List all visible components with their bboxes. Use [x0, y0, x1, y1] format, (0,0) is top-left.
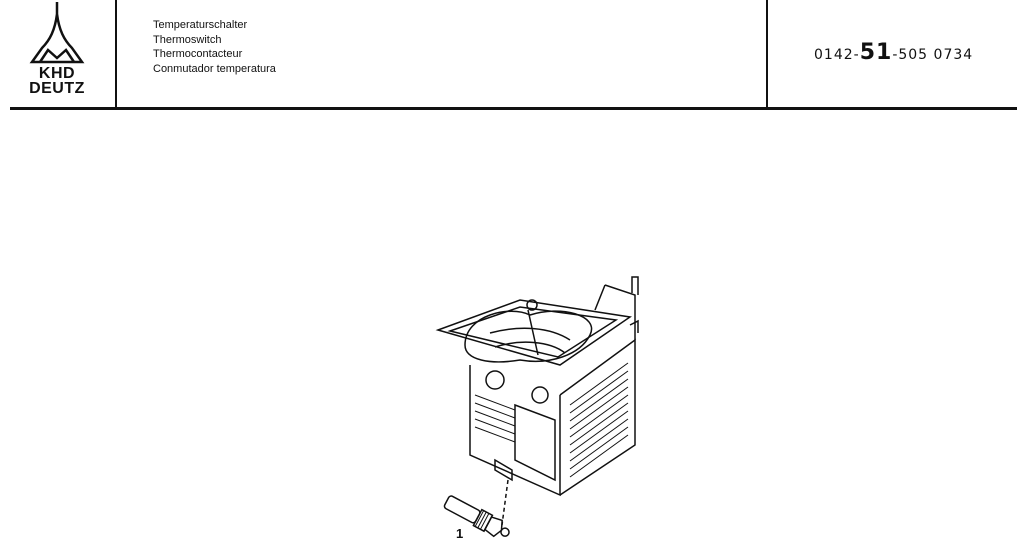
- cylinder-head-illustration: [420, 255, 660, 555]
- khd-deutz-logo: KHD DEUTZ: [12, 0, 102, 104]
- header-divider-right: [766, 0, 768, 108]
- title-de: Temperaturschalter: [153, 19, 248, 31]
- title-en: Thermoswitch: [153, 33, 222, 46]
- part-number-suffix: -505 0734: [892, 47, 974, 63]
- part-number-prefix: 0142-: [814, 47, 860, 63]
- deutz-spire-icon: [29, 2, 85, 64]
- logo-deutz: DEUTZ: [29, 80, 85, 97]
- title-fr: Thermocontacteur: [153, 48, 243, 60]
- logo-khd: KHD: [38, 65, 76, 82]
- callout-number: 1: [456, 526, 464, 541]
- header-rule: [10, 107, 1017, 110]
- part-number: 0142-51-505 0734: [814, 40, 973, 65]
- title-es: Conmutador temperatura: [153, 62, 276, 75]
- part-titles: Temperaturschalter Thermoswitch Thermoco…: [153, 18, 276, 76]
- header-divider-left: [115, 0, 117, 108]
- part-number-group: 51: [859, 40, 893, 65]
